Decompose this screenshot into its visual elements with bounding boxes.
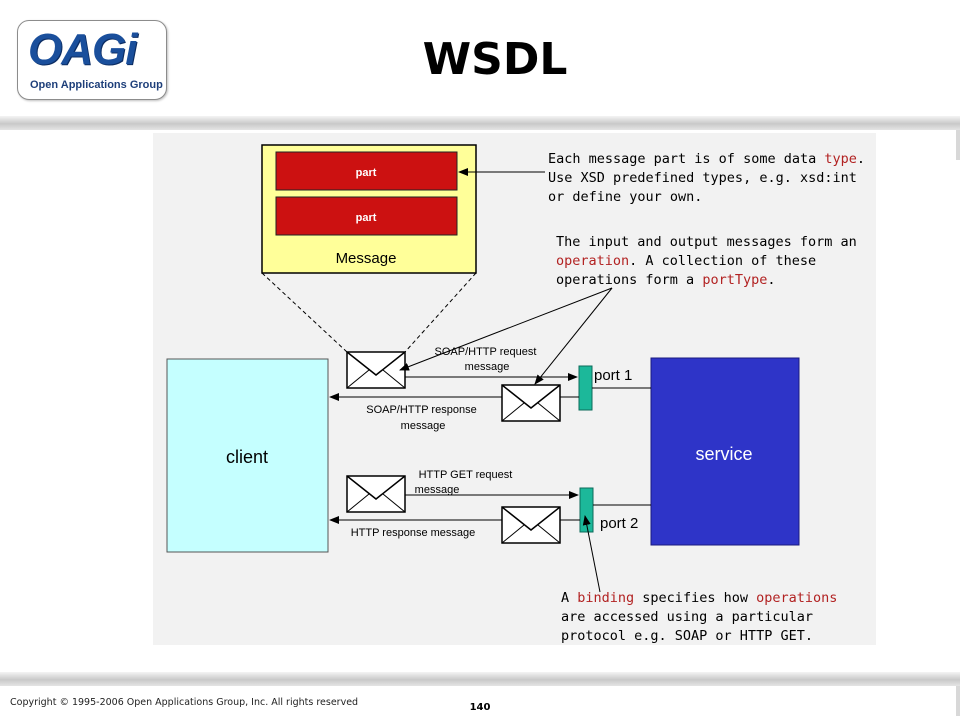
port-2-label: port 2: [600, 515, 638, 532]
oagi-logo: OAGi Open Applications Group: [17, 20, 167, 100]
get-request-label: HTTP GET request message: [415, 469, 516, 496]
get-response-label: HTTP response message: [351, 527, 476, 539]
client-label: client: [226, 447, 268, 467]
service-label: service: [695, 444, 752, 464]
envelope-icon: [346, 351, 406, 389]
message-part-2: [275, 196, 458, 236]
port-1-label: port 1: [594, 367, 632, 384]
envelope-icon: [501, 506, 561, 544]
bottom-divider: [0, 672, 960, 716]
message-part-1: [275, 151, 458, 191]
envelope-icon: [501, 384, 561, 422]
service-box: [650, 357, 800, 546]
copyright-notice: Copyright © 1995-2006 Open Applications …: [10, 697, 359, 708]
envelope-icon: [346, 475, 406, 513]
callout-arrow-binding: [582, 515, 601, 593]
note-operations: The input and output messages form an op…: [556, 234, 865, 288]
page-number: 140: [469, 702, 491, 713]
client-box: [166, 358, 329, 553]
zoom-line-right: [404, 272, 477, 353]
callout-arrow-operation-1: [399, 287, 613, 371]
port-1: [578, 365, 593, 411]
slide-title: WSDL: [422, 34, 568, 85]
zoom-line-left: [261, 272, 348, 353]
logo-mark: OAGi: [28, 25, 137, 74]
message-label: Message: [336, 250, 397, 267]
soap-response-label: SOAP/HTTP response message: [366, 404, 480, 432]
note-binding: A binding specifies how operations are a…: [561, 590, 846, 644]
message-part-1-label: part: [356, 167, 377, 179]
top-divider: [0, 116, 960, 160]
callout-arrow-operation-2: [534, 287, 613, 385]
logo-subtitle: Open Applications Group: [30, 79, 163, 91]
note-data-types: Each message part is of some data type. …: [548, 151, 873, 205]
soap-request-label: SOAP/HTTP request message: [435, 346, 540, 373]
message-part-2-label: part: [356, 212, 377, 224]
